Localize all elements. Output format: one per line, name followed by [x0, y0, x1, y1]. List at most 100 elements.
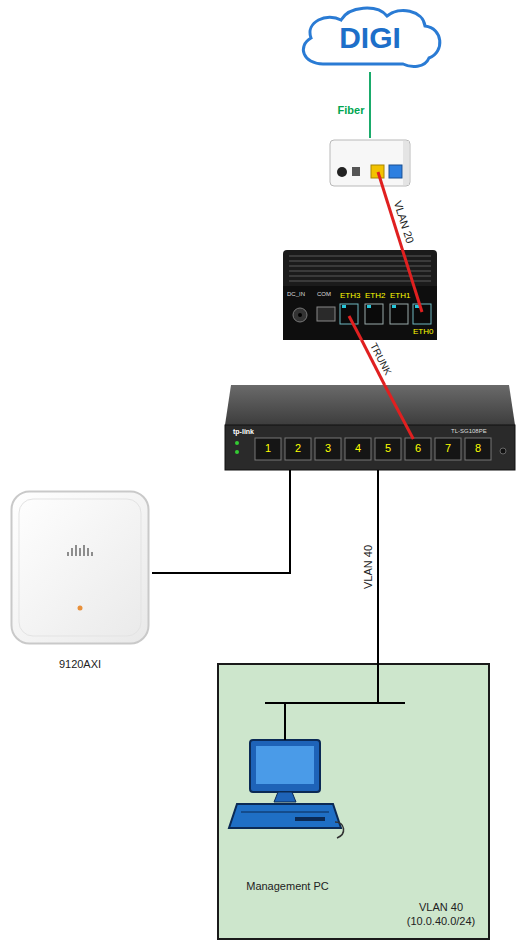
- switch-port: [285, 438, 311, 460]
- eth-port: [340, 304, 358, 324]
- text-slot: 5: [378, 442, 398, 454]
- vlan-tag: VLAN 20: [391, 198, 416, 246]
- switch-port: [375, 438, 401, 460]
- port-name: ETH3: [340, 292, 360, 300]
- trunk-inner: [349, 316, 362, 340]
- label-slot: Fiber: [337, 104, 366, 116]
- vlan-zone: VLAN 40 (10.0.40.0/24) Management PC: [217, 663, 490, 940]
- text-slot: ETH0: [413, 328, 433, 336]
- text-slot: 8: [468, 442, 488, 454]
- switch-led: [235, 450, 239, 454]
- text-slot: VLAN 40 (10.0.40.0/24): [399, 901, 483, 929]
- dc-jack-pin: [298, 313, 302, 317]
- router-body: [283, 250, 437, 340]
- text-slot: ETH2: [365, 292, 385, 300]
- port-caption: COM: [317, 291, 331, 297]
- link-line: [152, 470, 290, 573]
- text-slot: DC_IN: [287, 291, 305, 297]
- switch-port: [315, 438, 341, 460]
- link-label: VLAN 40: [362, 543, 374, 589]
- switch-port: [435, 438, 461, 460]
- switch-port: [255, 438, 281, 460]
- router-fin: [289, 265, 431, 267]
- dc-jack: [293, 308, 307, 322]
- port-led: [367, 305, 371, 308]
- text-slot: ETH1: [390, 292, 410, 300]
- monitor: [250, 740, 320, 792]
- cloud-node: DIGI: [293, 2, 449, 72]
- eth-port: [390, 304, 408, 324]
- zone-caption: VLAN 40 (10.0.40.0/24): [399, 901, 483, 929]
- link-line: [377, 470, 379, 663]
- ap-led: [78, 606, 83, 611]
- ap-body: [12, 492, 149, 644]
- text-slot: 9120AXI: [10, 658, 150, 671]
- pc-node: Management PC: [225, 738, 352, 898]
- text-slot: 4: [348, 442, 368, 454]
- switch-led: [235, 441, 239, 445]
- text-slot: DIGI: [293, 21, 447, 54]
- ont-power-jack: [337, 167, 347, 177]
- switch-device: [225, 385, 515, 470]
- port-led: [392, 305, 396, 308]
- switch-port: [405, 438, 431, 460]
- router-device: [283, 250, 437, 340]
- router-front: [283, 286, 437, 340]
- text-slot: 1: [258, 442, 278, 454]
- com-port: [317, 307, 335, 321]
- text-slot: COM: [317, 291, 331, 297]
- pc-base: [229, 804, 341, 828]
- trunk-inner: [385, 385, 414, 439]
- eth-port: [365, 304, 383, 324]
- port-name: ETH1: [390, 292, 410, 300]
- link-label: TRUNK: [368, 340, 394, 377]
- ont-body: [330, 140, 410, 186]
- access-point-art: [12, 492, 149, 644]
- monitor-stand: [274, 792, 296, 802]
- router-box: DC_IN COM ETH3 ETH2 ETH1ETH0: [283, 250, 437, 340]
- router-fin: [289, 255, 431, 257]
- text-slot: 3: [318, 442, 338, 454]
- ont-fiber-port: [389, 165, 402, 178]
- port-name: ETH0: [413, 328, 433, 336]
- model-name: TL-SG108PE: [451, 428, 487, 434]
- port-number: 2: [288, 442, 308, 454]
- link-medium: Fiber: [337, 104, 366, 116]
- switch-front: [225, 425, 515, 470]
- port-number: 8: [468, 442, 488, 454]
- port-number: 3: [318, 442, 338, 454]
- zone-fill: [217, 663, 490, 940]
- fiber-line: [369, 72, 371, 138]
- device-name: 9120AXI: [10, 658, 150, 671]
- port-number: 6: [408, 442, 428, 454]
- router-fin: [289, 260, 431, 262]
- drive-slot: [295, 817, 325, 821]
- pc-icon: [229, 740, 344, 838]
- port-number: 5: [378, 442, 398, 454]
- screen: [256, 746, 314, 784]
- access-point: 9120AXI: [10, 490, 152, 678]
- pc-drop: [284, 703, 286, 740]
- port-caption: DC_IN: [287, 291, 305, 297]
- pc-cord: [335, 822, 344, 838]
- brand-logo: tp-link: [233, 428, 254, 435]
- text-slot: 2: [288, 442, 308, 454]
- reset-button: [500, 448, 506, 454]
- ap-ring: [19, 499, 141, 636]
- ont-side: [403, 141, 409, 185]
- port-number: 4: [348, 442, 368, 454]
- ont-device: [330, 140, 410, 186]
- text-slot: ETH3: [340, 292, 360, 300]
- ont-button: [352, 167, 360, 176]
- port-name: ETH2: [365, 292, 385, 300]
- text-slot: 7: [438, 442, 458, 454]
- cloud-label: DIGI: [293, 21, 447, 54]
- text-slot: TL-SG108PE: [451, 428, 487, 434]
- label-slot: VLAN 40: [362, 543, 374, 589]
